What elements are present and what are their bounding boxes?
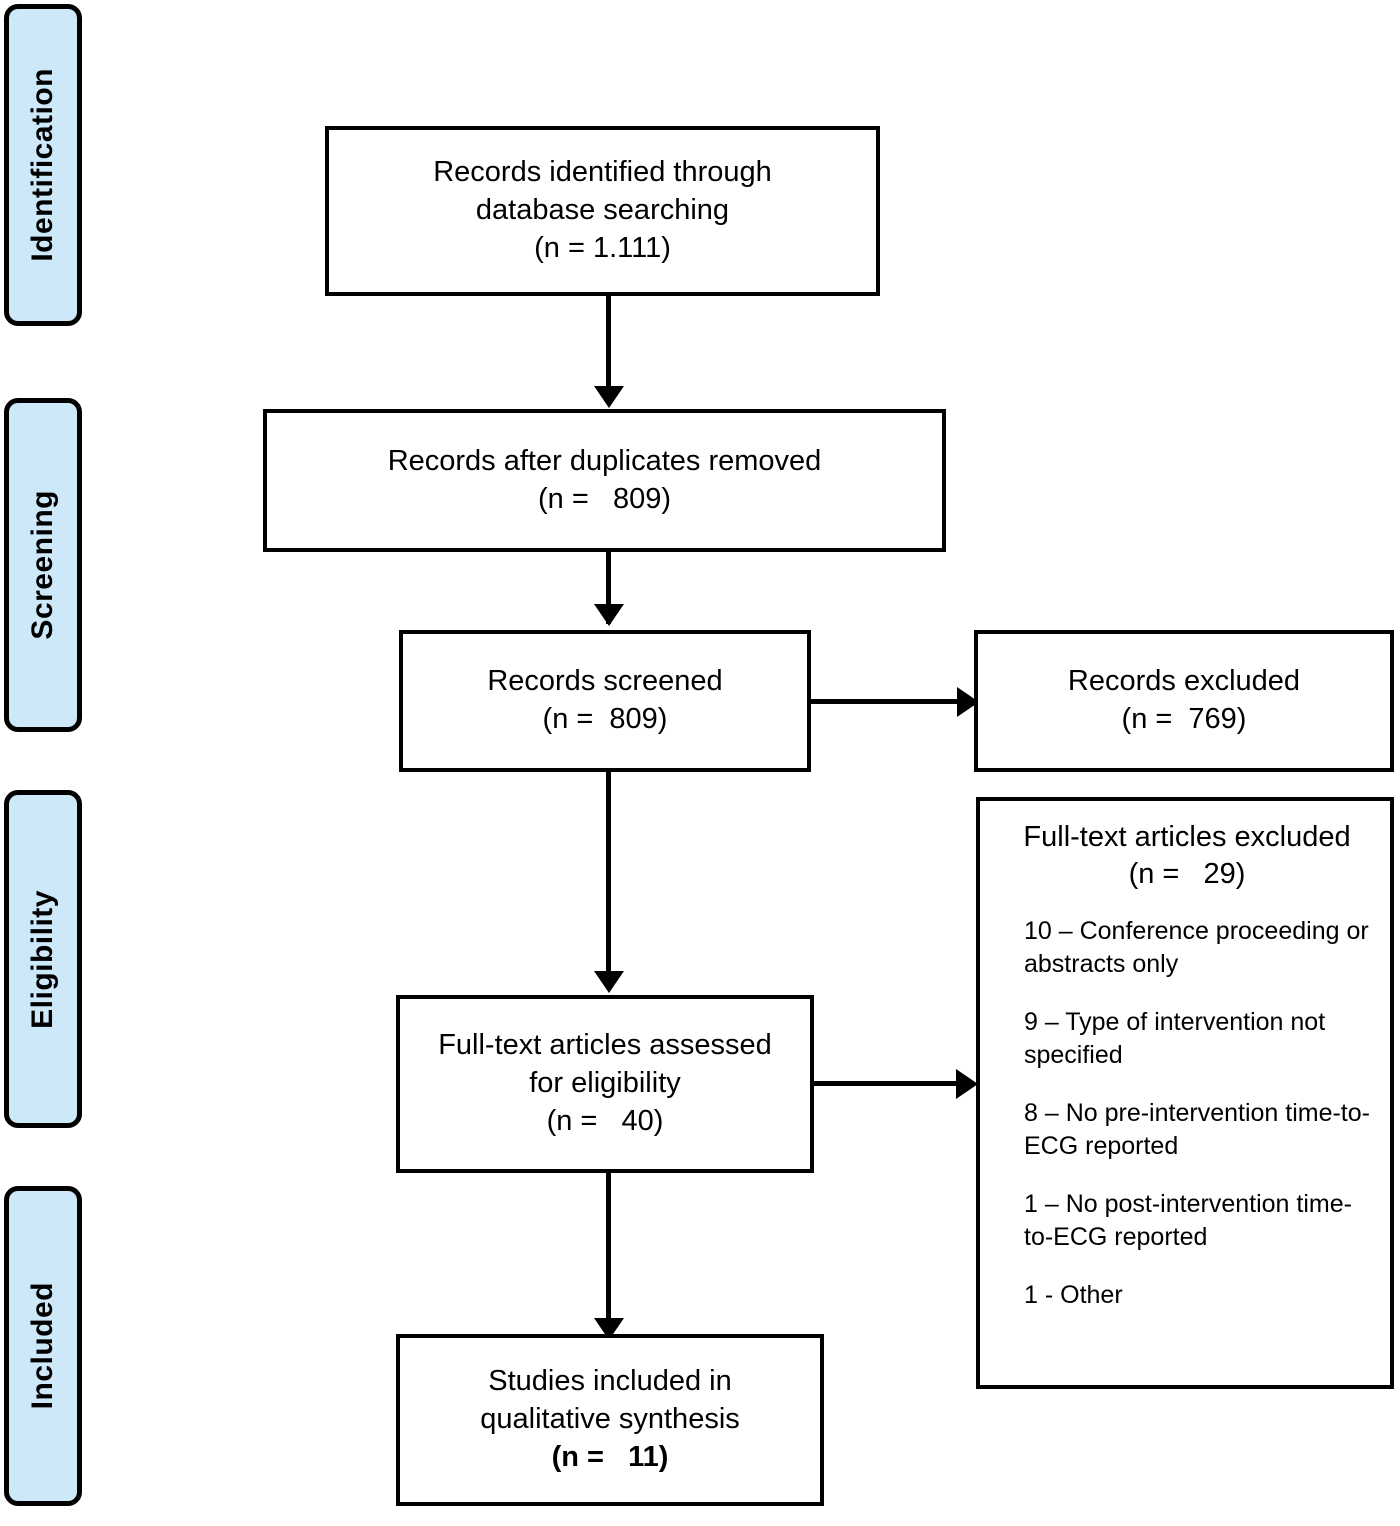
box-fulltext-assessed-line3: (n = 40) xyxy=(546,1104,664,1137)
box-records-identified-line2: database searching xyxy=(475,194,730,227)
connector-fulltext-to-included xyxy=(606,1173,611,1321)
connector-screened-to-excluded xyxy=(811,699,963,704)
exclusion-reason-item: 1 - Other xyxy=(1024,1281,1123,1310)
box-fulltext-excluded: Full-text articles excluded (n = 29) 10 … xyxy=(976,797,1394,1389)
arrowhead-duplicates-to-screened xyxy=(594,604,624,626)
arrowhead-screened-to-excluded xyxy=(957,687,979,717)
connector-duplicates-to-screened xyxy=(606,552,611,624)
box-duplicates-removed: Records after duplicates removed (n = 80… xyxy=(263,409,946,552)
stage-label-included: Included xyxy=(26,1282,59,1410)
exclusion-reason-list: 10 – Conference proceeding or abstracts … xyxy=(1004,915,1370,1312)
stage-label-identification: Identification xyxy=(26,68,59,262)
box-records-screened: Records screened (n = 809) xyxy=(399,630,811,772)
box-fulltext-excluded-line2: (n = 29) xyxy=(1128,858,1246,891)
stage-label-eligibility: Eligibility xyxy=(26,889,59,1029)
exclusion-reason-item: 1 – No post-intervention time-to-ECG rep… xyxy=(1024,1190,1352,1251)
box-records-excluded-line1: Records excluded xyxy=(1067,665,1301,698)
connector-screened-to-fulltext xyxy=(606,772,611,977)
exclusion-reason-item: 8 – No pre-intervention time-to-ECG repo… xyxy=(1024,1099,1370,1160)
exclusion-reason-item: 10 – Conference proceeding or abstracts … xyxy=(1024,917,1369,978)
box-records-screened-line2: (n = 809) xyxy=(542,703,668,735)
box-records-excluded: Records excluded (n = 769) xyxy=(974,630,1394,772)
stage-tab-identification: Identification xyxy=(4,4,82,326)
connector-identified-to-duplicates xyxy=(606,296,611,388)
box-records-excluded-line2: (n = 769) xyxy=(1121,703,1247,735)
arrowhead-screened-to-fulltext xyxy=(594,971,624,993)
stage-label-screening: Screening xyxy=(26,490,59,640)
box-fulltext-assessed-line2: for eligibility xyxy=(529,1067,681,1100)
box-records-identified-line3: (n = 1.111) xyxy=(534,231,671,264)
box-studies-included: Studies included in qualitative synthesi… xyxy=(396,1334,824,1506)
box-studies-included-line1: Studies included in xyxy=(488,1365,732,1398)
box-duplicates-removed-line2: (n = 809) xyxy=(538,482,671,515)
connector-fulltext-to-excluded xyxy=(814,1081,962,1086)
box-records-identified: Records identified through database sear… xyxy=(325,126,880,296)
box-records-identified-line1: Records identified through xyxy=(433,156,772,189)
box-fulltext-assessed: Full-text articles assessed for eligibil… xyxy=(396,995,814,1173)
stage-tab-included: Included xyxy=(4,1186,82,1506)
box-studies-included-line3: (n = 11) xyxy=(551,1440,669,1473)
box-studies-included-line2: qualitative synthesis xyxy=(480,1403,740,1436)
arrowhead-identified-to-duplicates xyxy=(594,386,624,408)
stage-tab-screening: Screening xyxy=(4,398,82,732)
exclusion-reason-item: 9 – Type of intervention not specified xyxy=(1024,1008,1326,1069)
box-duplicates-removed-line1: Records after duplicates removed xyxy=(387,444,822,477)
box-fulltext-assessed-line1: Full-text articles assessed xyxy=(438,1029,772,1062)
box-records-screened-line1: Records screened xyxy=(487,665,723,698)
arrowhead-fulltext-to-excluded xyxy=(956,1069,978,1099)
box-fulltext-excluded-line1: Full-text articles excluded xyxy=(1023,821,1351,853)
stage-tab-eligibility: Eligibility xyxy=(4,790,82,1128)
